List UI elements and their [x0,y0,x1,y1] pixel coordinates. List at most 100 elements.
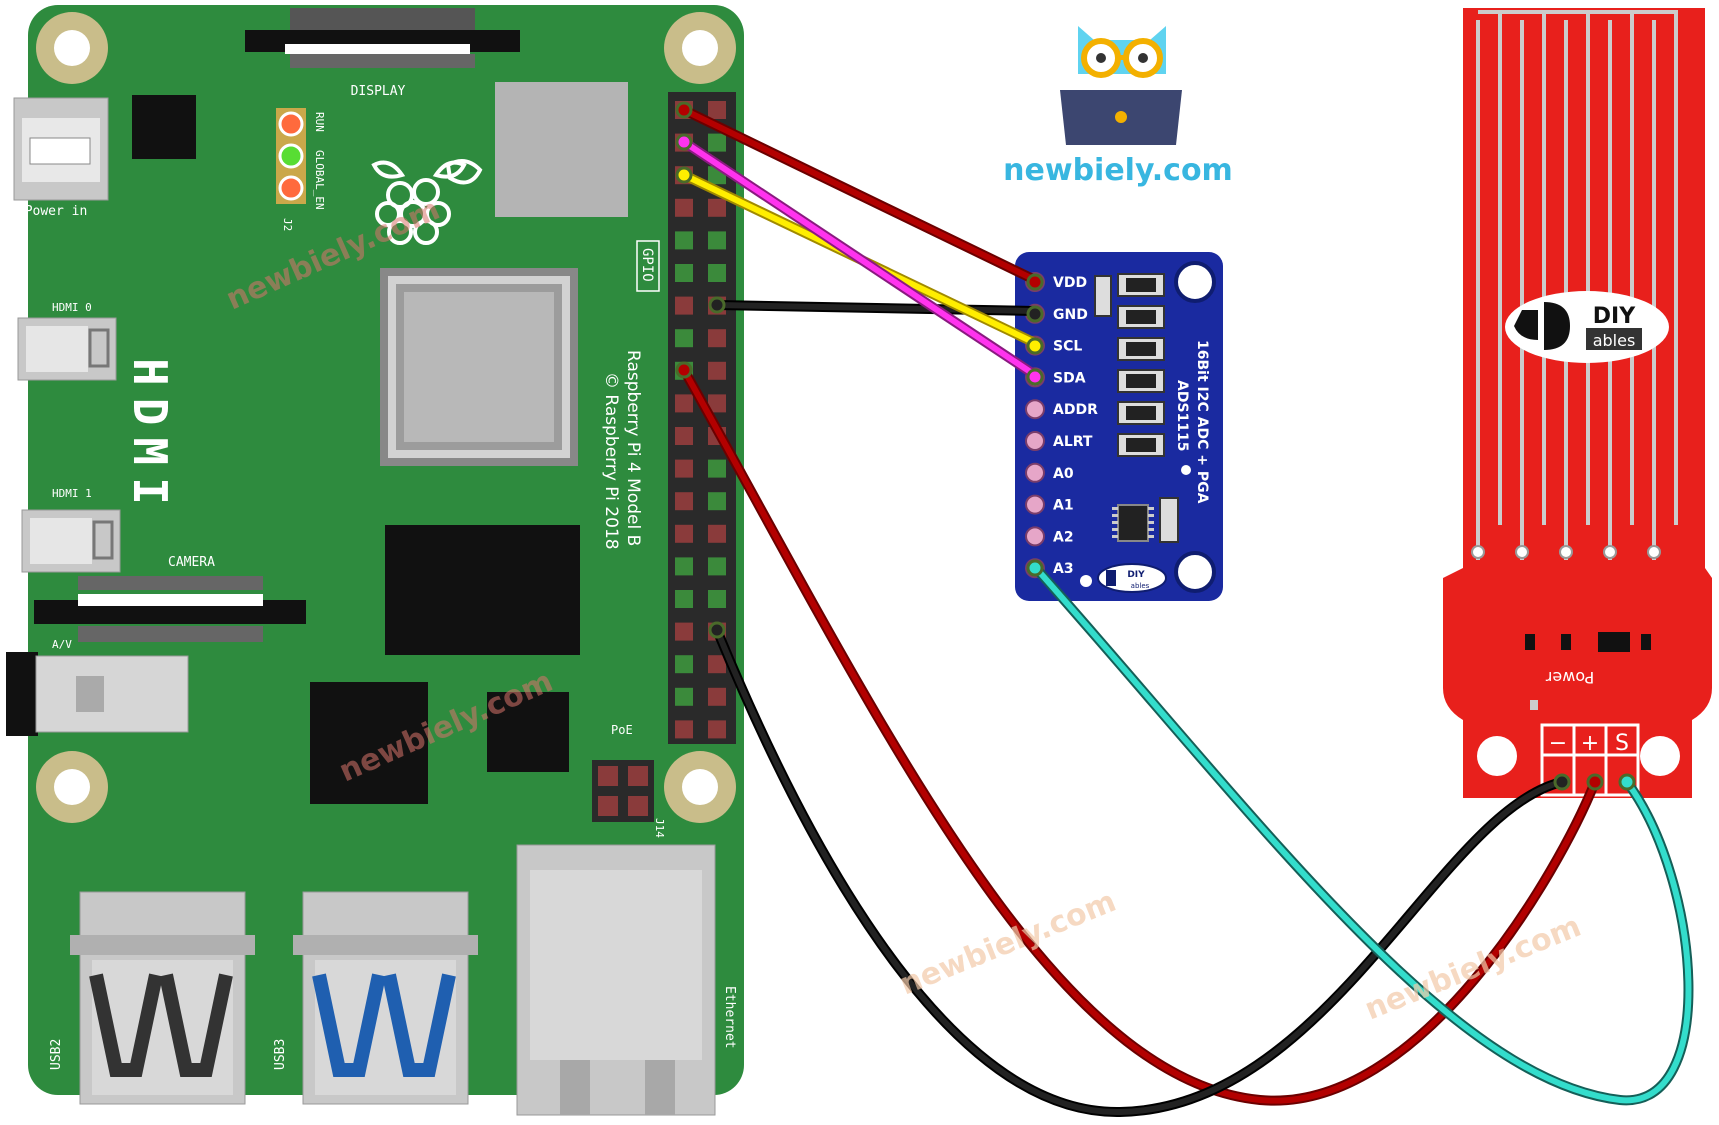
display-label: DISPLAY [351,84,406,99]
gpio-pin [708,264,726,282]
sensor-pcb [1443,8,1712,798]
wire-end-cap [1553,773,1571,791]
gpio-pin [708,655,726,674]
adc-pin-label: SCL [1053,339,1082,355]
adc-pin-label: A3 [1053,561,1074,577]
raspberry-logo-icon [371,160,467,245]
gpio-pin [675,687,693,706]
wires [679,105,1694,1118]
ethernet-port [516,844,716,1116]
adc-resistor-body [1126,374,1156,388]
wire-end-cap [1026,273,1044,291]
wire-vdd [681,107,1038,283]
pi-model-label: Raspberry Pi 4 Model B [623,350,643,546]
sensor-mounting-hole [1477,736,1517,776]
sensor-trace-pad [1647,545,1661,559]
sensor-trace-pad [1559,545,1573,559]
gpio-pin [708,720,726,739]
gpio-pin [675,720,693,739]
adc-pin [1025,462,1045,483]
gpio-pin [675,459,693,478]
ram-chip [385,525,580,655]
gpio-pin [708,361,726,380]
adc-resistor-body [1126,406,1156,420]
wire-end-cap [1026,368,1044,386]
adc-pin-label: SDA [1053,370,1086,386]
adc-pin-label: A1 [1053,498,1074,514]
adc-resistor-body [1126,438,1156,452]
sensor-resistor [1561,634,1571,650]
gpio-pin [708,394,726,413]
usb3-port [293,891,478,1105]
wire-end-cap [675,361,693,379]
wire-sensor-gnd [714,627,1565,1116]
adc-pin-label: A2 [1053,529,1074,545]
gpio-pin [708,198,726,217]
adc-pin-label: VDD [1053,275,1087,291]
pi-copyright-label: © Raspberry Pi 2018 [601,372,621,550]
gpio-pin [675,264,693,282]
adc-title: 16Bit I2C ADC + PGA [1194,340,1210,504]
gpio-label-box [636,240,660,292]
adc-mounting-hole [1174,261,1216,303]
wire-end-cap [708,296,726,314]
wire-sensor-signal [1032,564,1692,1104]
gpio-pin [675,198,693,217]
poe-header [592,760,654,822]
raspberry-pi-board: DISPLAY Power in RUN GLOBAL_EN J2 [6,5,744,1116]
hdmi0-label: HDMI 0 [52,301,92,314]
sensor-power-label: Power [1545,668,1594,687]
sensor-logo-top: DIY [1593,304,1636,329]
wire-gnd [714,302,1038,314]
adc-subtitle: ADS1115 [1174,380,1190,452]
wire-end-cap [1586,773,1604,791]
wire-end-caps [675,101,1636,791]
gpio-pin [708,133,726,152]
camera-label: CAMERA [168,555,215,570]
sensor-trace-pad [1603,545,1617,559]
wireless-module [495,82,628,217]
gpio-pin [708,231,726,250]
gpio-pin [708,492,726,511]
sensor-pin-signal: S [1615,731,1629,756]
gpio-pin [675,557,693,576]
hdmi1-port [21,509,121,573]
hdmi-big-label: HDMI [123,358,177,517]
adc-pcb [1015,252,1223,601]
pi-chip-small [132,95,196,159]
soc-chip [380,268,578,466]
j2-label: J2 [281,218,294,231]
adc-pin-label: GND [1053,307,1088,323]
pi-mounting-holes [36,12,736,823]
wire-sda [681,139,1038,378]
sensor-pin-plus: + [1581,731,1599,756]
sensor-trace-pad [1515,545,1529,559]
gpio-pin [708,329,726,348]
raspberry-leaf-icon [445,159,483,185]
newbiely-logo-icon [1060,26,1182,145]
adc-dot [1080,575,1092,587]
adc-pin-label: ADDR [1053,402,1098,418]
power-in-label: Power in [25,204,88,219]
adc-resistor-body [1126,310,1156,324]
gpio-pin [708,590,726,608]
gpio-pin [675,329,693,348]
adc-resistor-body [1126,342,1156,356]
camera-connector [34,576,306,642]
adc-pin [1025,494,1045,515]
sensor-pin-minus: − [1549,731,1567,756]
wire-end-cap [1026,337,1044,355]
adc-pin-label: ALRT [1053,434,1093,450]
gpio-pin [675,427,693,445]
usb-controller-chip [310,682,428,804]
gpio-pin [675,590,693,608]
adc-mounting-hole [1174,551,1216,593]
wire-sensor-vcc [681,367,1598,1104]
sensor-traces [1471,10,1678,560]
gpio-pin [708,557,726,576]
usb2-port [70,891,255,1105]
gpio-pin [708,101,726,119]
gpio-pin [675,622,693,641]
usb3-label: USB3 [273,1039,288,1070]
wire-end-cap [1026,305,1044,323]
